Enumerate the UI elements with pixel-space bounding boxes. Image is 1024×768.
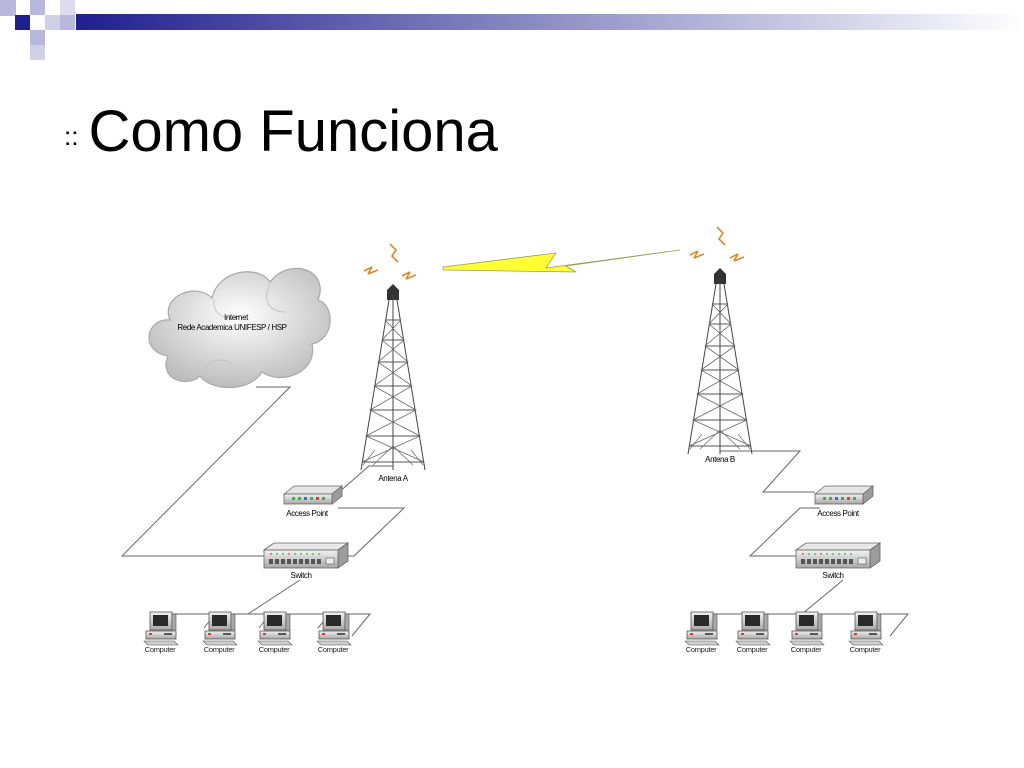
antenna-b-tower	[687, 226, 753, 455]
computer-left-3	[257, 611, 293, 646]
internet-cloud: Internet Rede Academica UNIFESP / HSP	[148, 267, 331, 389]
computer-left-2	[202, 611, 238, 646]
switch-left-label: Switch	[290, 571, 311, 580]
access-point-left	[283, 485, 343, 505]
computer-right-1	[684, 611, 720, 646]
connection-lines	[120, 386, 910, 637]
antenna-b-label: Antena B	[705, 455, 735, 464]
computer-left-1-label: Computer	[145, 645, 176, 654]
title-prefix: ::	[64, 121, 79, 151]
wireless-link-bolt	[442, 249, 681, 273]
computer-right-2-label: Computer	[737, 645, 768, 654]
switch-left	[263, 542, 349, 569]
computer-right-1-label: Computer	[686, 645, 717, 654]
computer-right-4-label: Computer	[850, 645, 881, 654]
access-point-right-label: Access Point	[817, 509, 860, 518]
computer-right-3	[789, 611, 825, 646]
computer-right-4	[848, 611, 884, 646]
switch-right-label: Switch	[822, 571, 843, 580]
cloud-label-line1: Internet	[224, 313, 249, 322]
slide-title: ::Como Funciona	[64, 98, 498, 165]
computer-right-2	[735, 611, 771, 646]
header-decoration	[0, 0, 1024, 60]
cloud-label-line2: Rede Academica UNIFESP / HSP	[177, 323, 286, 332]
antenna-a-label: Antena A	[378, 474, 408, 483]
computer-left-4	[316, 611, 352, 646]
computer-right-3-label: Computer	[791, 645, 822, 654]
access-point-left-label: Access Point	[286, 509, 329, 518]
computer-left-3-label: Computer	[259, 645, 290, 654]
title-text: Como Funciona	[88, 99, 498, 164]
antenna-a-tower	[360, 243, 426, 471]
switch-right	[795, 542, 881, 569]
computer-left-4-label: Computer	[318, 645, 349, 654]
access-point-right	[814, 485, 874, 505]
computer-left-1	[143, 611, 179, 646]
computer-left-2-label: Computer	[204, 645, 235, 654]
